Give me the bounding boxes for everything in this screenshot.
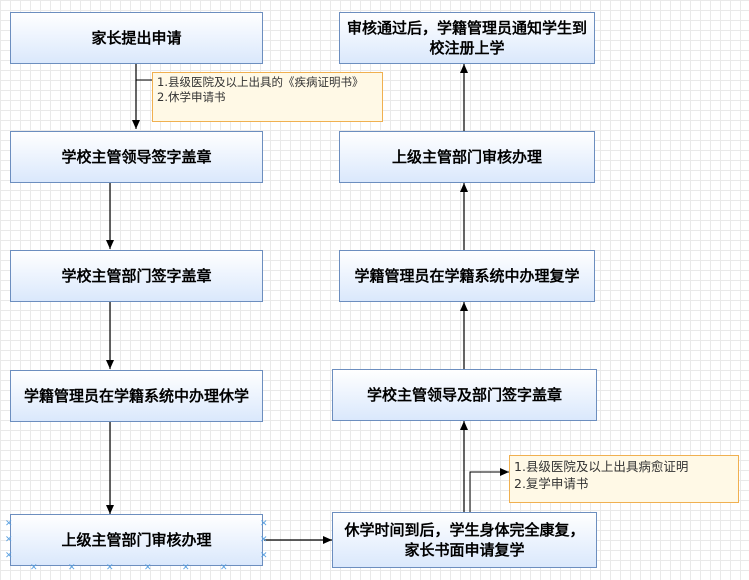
step-school-leader-dept-sign-label: 学校主管领导及部门签字盖章 — [366, 386, 562, 404]
step-authority-review-right-label: 上级主管部门审核办理 — [391, 148, 542, 166]
note-resumption-line-2: 2.复学申请书 — [514, 476, 589, 491]
selection-handle[interactable]: ✕ — [260, 519, 268, 529]
selection-handle[interactable]: ✕ — [220, 563, 228, 573]
note-connector-resumption — [469, 468, 509, 512]
selection-handle[interactable]: ✕ — [5, 535, 13, 545]
step-parent-apply-resume-label: 休学时间到后，学生身体完全康复，家长书面申请复学 — [344, 521, 585, 559]
step-authority-review-left[interactable]: 上级主管部门审核办理 — [10, 514, 263, 566]
selection-handle[interactable]: ✕ — [106, 563, 114, 573]
selection-handle[interactable]: ✕ — [182, 563, 190, 573]
step-authority-review-right[interactable]: 上级主管部门审核办理 — [339, 131, 595, 183]
note-suspension-line-2: 2.休学申请书 — [157, 90, 226, 104]
selection-handle[interactable]: ✕ — [68, 563, 76, 573]
selection-handle[interactable]: ✕ — [260, 535, 268, 545]
step-school-leader-dept-sign[interactable]: 学校主管领导及部门签字盖章 — [332, 369, 597, 421]
step-authority-review-left-label: 上级主管部门审核办理 — [61, 531, 212, 549]
step-registrar-resumption[interactable]: 学籍管理员在学籍系统中办理复学 — [339, 250, 595, 302]
note-resumption-documents: 1.县级医院及以上出具病愈证明 2.复学申请书 — [509, 455, 739, 503]
selection-handle[interactable]: ✕ — [5, 551, 13, 561]
step-registrar-resumption-label: 学籍管理员在学籍系统中办理复学 — [354, 267, 580, 285]
step-school-dept-sign[interactable]: 学校主管部门签字盖章 — [10, 250, 263, 302]
step-school-leader-sign[interactable]: 学校主管领导签字盖章 — [10, 131, 263, 183]
note-suspension-line-1: 1.县级医院及以上出具的《疾病证明书》 — [157, 75, 364, 89]
step-notify-student[interactable]: 审核通过后，学籍管理员通知学生到校注册上学 — [339, 12, 595, 64]
step-school-dept-sign-label: 学校主管部门签字盖章 — [61, 267, 212, 285]
note-connector-suspension — [135, 64, 152, 81]
step-parent-apply[interactable]: 家长提出申请 — [10, 12, 263, 64]
note-suspension-documents: 1.县级医院及以上出具的《疾病证明书》 2.休学申请书 — [152, 72, 383, 122]
step-school-leader-sign-label: 学校主管领导签字盖章 — [61, 148, 212, 166]
selection-handle[interactable]: ✕ — [5, 519, 13, 529]
step-notify-student-label: 审核通过后，学籍管理员通知学生到校注册上学 — [346, 19, 587, 57]
step-parent-apply-resume[interactable]: 休学时间到后，学生身体完全康复，家长书面申请复学 — [332, 512, 597, 568]
step-registrar-suspension[interactable]: 学籍管理员在学籍系统中办理休学 — [10, 370, 263, 422]
selection-handle[interactable]: ✕ — [144, 563, 152, 573]
note-resumption-line-1: 1.县级医院及以上出具病愈证明 — [514, 459, 689, 474]
selection-handle[interactable]: ✕ — [260, 551, 268, 561]
step-registrar-suspension-label: 学籍管理员在学籍系统中办理休学 — [23, 387, 249, 405]
step-parent-apply-label: 家长提出申请 — [91, 29, 182, 47]
selection-handle[interactable]: ✕ — [30, 563, 38, 573]
